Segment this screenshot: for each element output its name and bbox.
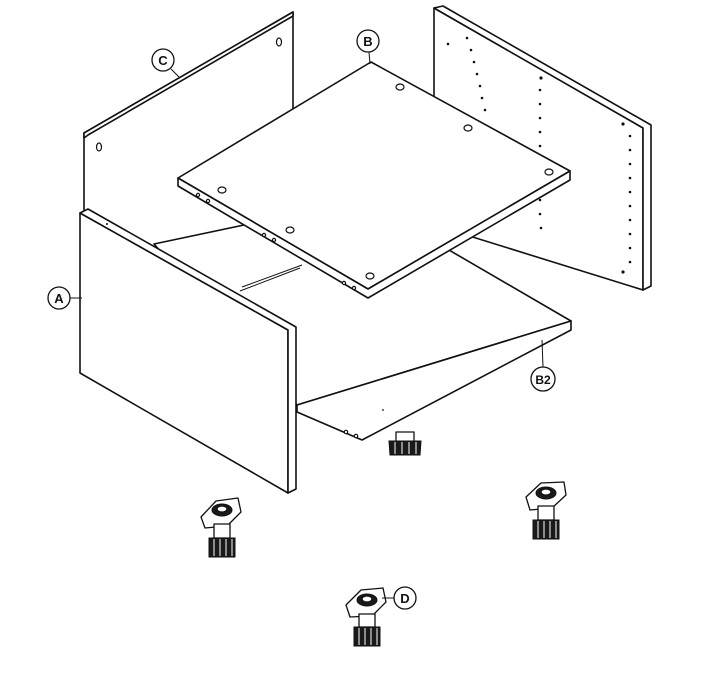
label-c: C [158,53,168,68]
callout-b: B [356,29,380,65]
callout-b2: B2 [530,339,556,392]
leg-left [200,497,242,558]
leg-under-cabinet [388,431,422,456]
leg-right [525,481,567,540]
panel-a-side [79,208,297,494]
callout-c: C [151,48,181,79]
label-d: D [400,591,409,606]
label-b: B [363,34,372,49]
leg-d [345,587,387,647]
label-a: A [54,291,64,306]
callout-a: A [47,286,82,310]
callout-d: D [382,586,417,610]
panel-b-top [177,61,571,299]
label-b2: B2 [535,373,551,387]
